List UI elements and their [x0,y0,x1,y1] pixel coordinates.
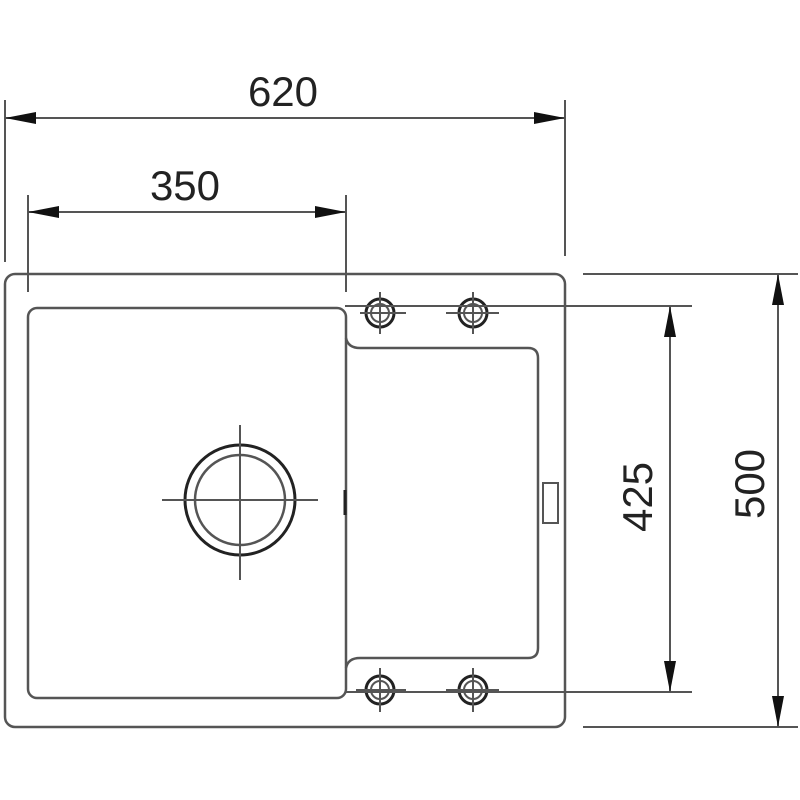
tap-hole-icon [446,292,499,334]
tap-hole-icon [360,292,406,334]
dimension-label-620: 620 [248,68,318,115]
dimension-425: 425 [345,305,692,693]
dimension-label-350: 350 [150,162,220,209]
dimension-350: 350 [27,162,347,292]
dimension-500: 500 [583,273,798,728]
drain-icon [162,425,318,580]
drainer-area [344,337,540,669]
dimension-620: 620 [4,68,566,262]
sink-outline [3,272,567,729]
tap-hole-icon [446,668,499,712]
overflow-slot [542,482,559,524]
dimension-label-500: 500 [726,449,773,519]
tap-hole-icon [356,668,406,712]
main-bowl [26,306,348,700]
dimension-label-425: 425 [614,462,661,532]
